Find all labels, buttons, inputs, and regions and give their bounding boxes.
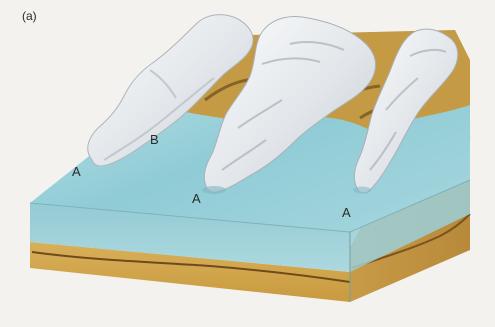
label-b: B: [150, 133, 159, 146]
right-glacier-snout-shadow: [353, 187, 371, 194]
label-a-right: A: [342, 206, 351, 219]
label-a-left: A: [72, 165, 81, 178]
center-glacier-snout-shadow: [202, 186, 226, 194]
label-a-center: A: [192, 192, 201, 205]
panel-label: (a): [22, 10, 37, 22]
